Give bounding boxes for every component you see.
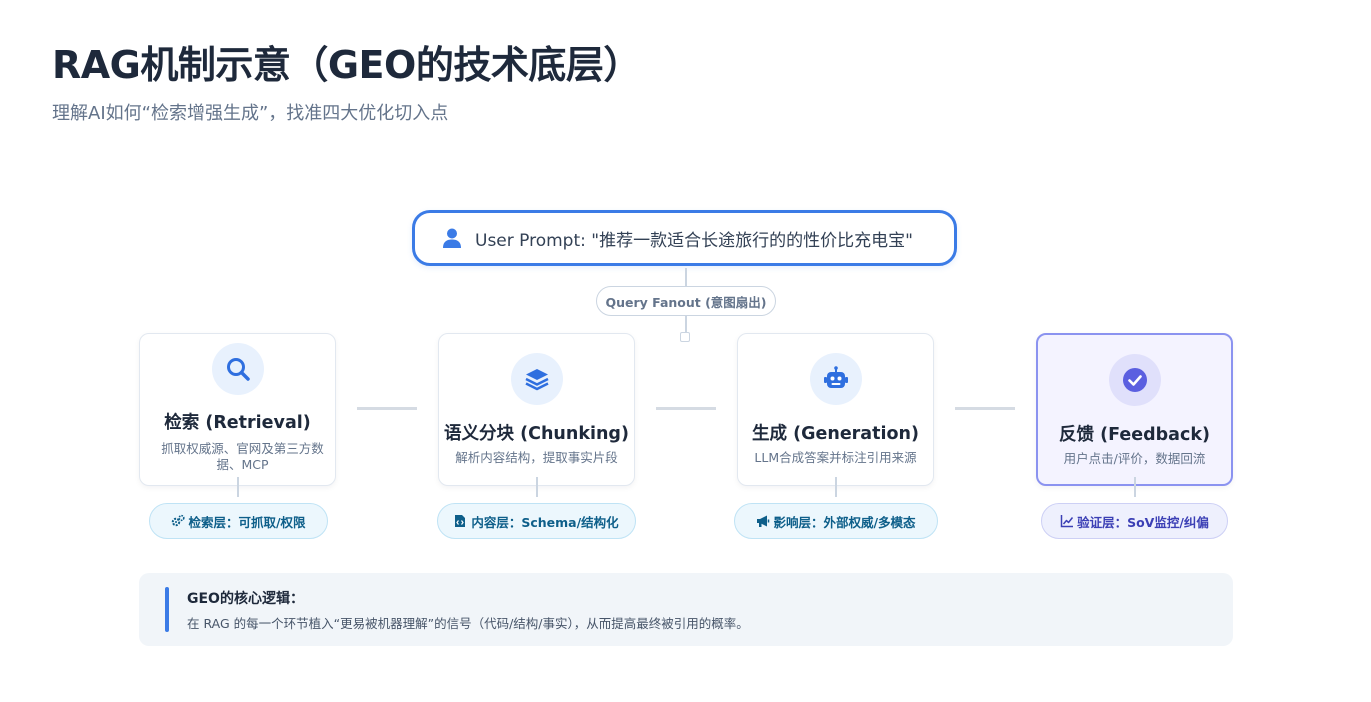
query-fanout-pill: Query Fanout (意图扇出) — [596, 286, 776, 316]
stage-title: 语义分块 (Chunking) — [444, 424, 629, 444]
stage-title: 生成 (Generation) — [752, 424, 919, 444]
connector-stage4-tag — [1134, 477, 1136, 497]
page-subtitle: 理解AI如何“检索增强生成”，找准四大优化切入点 — [52, 103, 449, 124]
stage-card-generation: 生成 (Generation) LLM合成答案并标注引用来源 — [737, 333, 934, 486]
stage-title: 反馈 (Feedback) — [1059, 425, 1210, 445]
robot-icon — [809, 353, 862, 405]
tag-label: 影响层：外部权威/多模态 — [773, 514, 916, 530]
connector-stage2-tag — [536, 477, 538, 497]
core-logic-box: GEO的核心逻辑： 在 RAG 的每一个环节植入“更易被机器理解”的信号（代码/… — [139, 573, 1233, 646]
connector-stage1-tag — [237, 477, 239, 497]
tag-label: 内容层：Schema/结构化 — [471, 514, 619, 530]
page-title: RAG机制示意（GEO的技术底层） — [52, 43, 641, 87]
stage-desc: 解析内容结构，提取事实片段 — [455, 450, 618, 465]
accent-bar — [165, 587, 169, 632]
gears-icon — [171, 514, 186, 528]
prompt-text: User Prompt: "推荐一款适合长途旅行的的性价比充电宝" — [475, 230, 913, 251]
layer-tag-influence: 影响层：外部权威/多模态 — [734, 503, 938, 539]
tag-label: 验证层：SoV监控/纠偏 — [1077, 514, 1209, 530]
user-icon — [441, 227, 463, 249]
connector-1-2 — [357, 407, 417, 410]
stage-card-chunking: 语义分块 (Chunking) 解析内容结构，提取事实片段 — [438, 333, 635, 486]
stage-desc: LLM合成答案并标注引用来源 — [754, 450, 917, 465]
connector-2-3 — [656, 407, 716, 410]
layer-tag-retrieval: 检索层：可抓取/权限 — [149, 503, 328, 539]
stage-title: 检索 (Retrieval) — [164, 413, 311, 433]
layers-icon — [510, 353, 563, 405]
check-circle-icon — [1108, 354, 1161, 406]
tag-label: 检索层：可抓取/权限 — [188, 514, 306, 530]
core-logic-title: GEO的核心逻辑： — [187, 591, 304, 607]
connector-3-4 — [955, 407, 1015, 410]
connector-stage3-tag — [835, 477, 837, 497]
stage-desc: 抓取权威源、官网及第三方数据、MCP — [161, 441, 324, 472]
layer-tag-content: 内容层：Schema/结构化 — [437, 503, 636, 539]
layer-tag-validation: 验证层：SoV监控/纠偏 — [1041, 503, 1228, 539]
stage-desc: 用户点击/评价，数据回流 — [1063, 451, 1206, 466]
connector-fanout-node — [685, 316, 687, 332]
stage-card-feedback: 反馈 (Feedback) 用户点击/评价，数据回流 — [1036, 333, 1233, 486]
megaphone-icon — [756, 514, 770, 528]
user-prompt-box: User Prompt: "推荐一款适合长途旅行的的性价比充电宝" — [412, 210, 957, 266]
file-code-icon — [454, 514, 468, 528]
connector-prompt-fanout — [685, 268, 687, 286]
core-logic-body: 在 RAG 的每一个环节植入“更易被机器理解”的信号（代码/结构/事实），从而提… — [187, 616, 749, 631]
search-icon — [211, 343, 264, 395]
chart-line-icon — [1060, 514, 1074, 528]
stage-card-retrieval: 检索 (Retrieval) 抓取权威源、官网及第三方数据、MCP — [139, 333, 336, 486]
fanout-node — [680, 332, 690, 342]
